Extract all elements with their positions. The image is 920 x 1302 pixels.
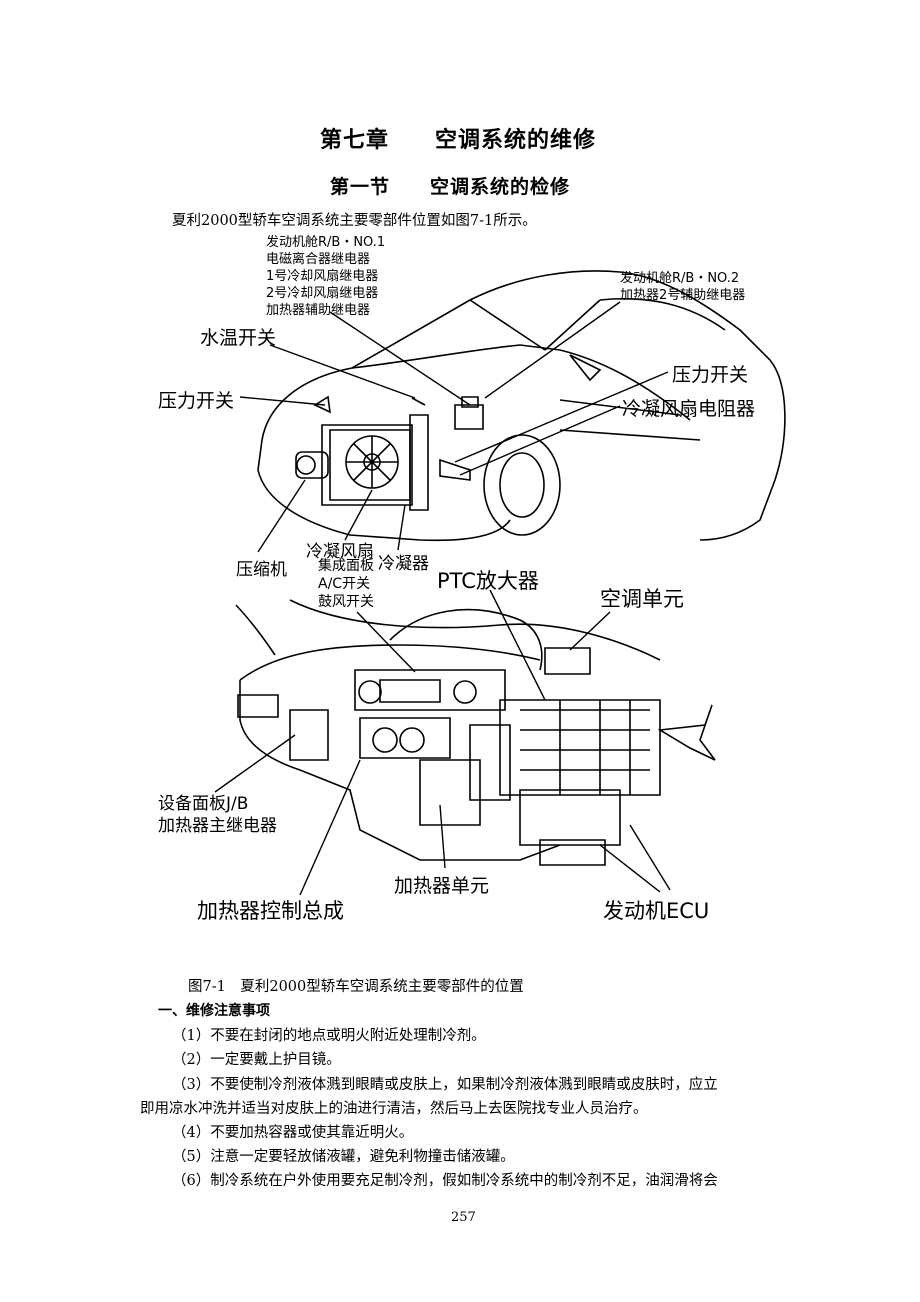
condenser-fan-resistor-label: 冷凝风扇电阻器	[622, 398, 756, 420]
condenser-label: 冷凝器	[378, 554, 429, 574]
page-number: 257	[451, 1210, 476, 1225]
list-item: 即用凉水冲洗并适当对皮肤上的油进行清洁，然后马上去医院找专业人员治疗。	[140, 1101, 648, 1117]
relay-box-2-label: 发动机舱R/B・NO.2 加热器2号辅助继电器	[620, 271, 746, 303]
notes-heading: 一、维修注意事项	[158, 1003, 270, 1019]
pressure-switch-right-label: 压力开关	[672, 364, 749, 386]
car-leader-lines	[240, 302, 668, 552]
pressure-switch-left-label: 压力开关	[158, 390, 235, 412]
dash-leader-lines	[215, 590, 670, 895]
panel-label: 集成面板 A/C开关 鼓风开关	[318, 558, 374, 610]
list-item: （1）不要在封闭的地点或明火附近处理制冷剂。	[172, 1028, 486, 1044]
ac-unit-label: 空调单元	[600, 587, 684, 611]
list-item: （4）不要加热容器或使其靠近明火。	[172, 1125, 414, 1141]
list-item: （6）制冷系统在户外使用要充足制冷剂，假如制冷系统中的制冷剂不足，油润滑将会	[172, 1173, 718, 1189]
list-item: （3）不要使制冷剂液体溅到眼睛或皮肤上，如果制冷剂液体溅到眼睛或皮肤时，应立	[172, 1077, 718, 1093]
heater-unit-label: 加热器单元	[394, 875, 490, 897]
list-item: （5）注意一定要轻放储液罐，避免利物撞击储液罐。	[172, 1149, 515, 1165]
ptc-amplifier-label: PTC放大器	[437, 569, 539, 593]
compressor-label: 压缩机	[236, 560, 287, 580]
section-title: 第一节 空调系统的检修	[330, 176, 571, 198]
instrument-jb-label: 设备面板J/B 加热器主继电器	[158, 794, 277, 836]
chapter-title: 第七章 空调系统的维修	[320, 128, 597, 153]
water-temp-switch-label: 水温开关	[200, 327, 277, 349]
intro-text: 夏利2000型轿车空调系统主要零部件位置如图7-1所示。	[172, 213, 537, 229]
car-drawing	[258, 271, 785, 540]
engine-ecu-label: 发动机ECU	[603, 899, 710, 923]
list-item: （2）一定要戴上护目镜。	[172, 1052, 341, 1068]
figure-caption: 图7-1 夏利2000型轿车空调系统主要零部件的位置	[188, 979, 524, 995]
dashboard-drawing	[236, 600, 715, 865]
heater-control-label: 加热器控制总成	[197, 899, 344, 923]
condenser-fan-label: 冷凝风扇	[306, 542, 374, 562]
relay-box-1-label: 发动机舱R/B・NO.1 电磁离合器继电器 1号冷却风扇继电器 2号冷却风扇继电…	[266, 235, 386, 318]
